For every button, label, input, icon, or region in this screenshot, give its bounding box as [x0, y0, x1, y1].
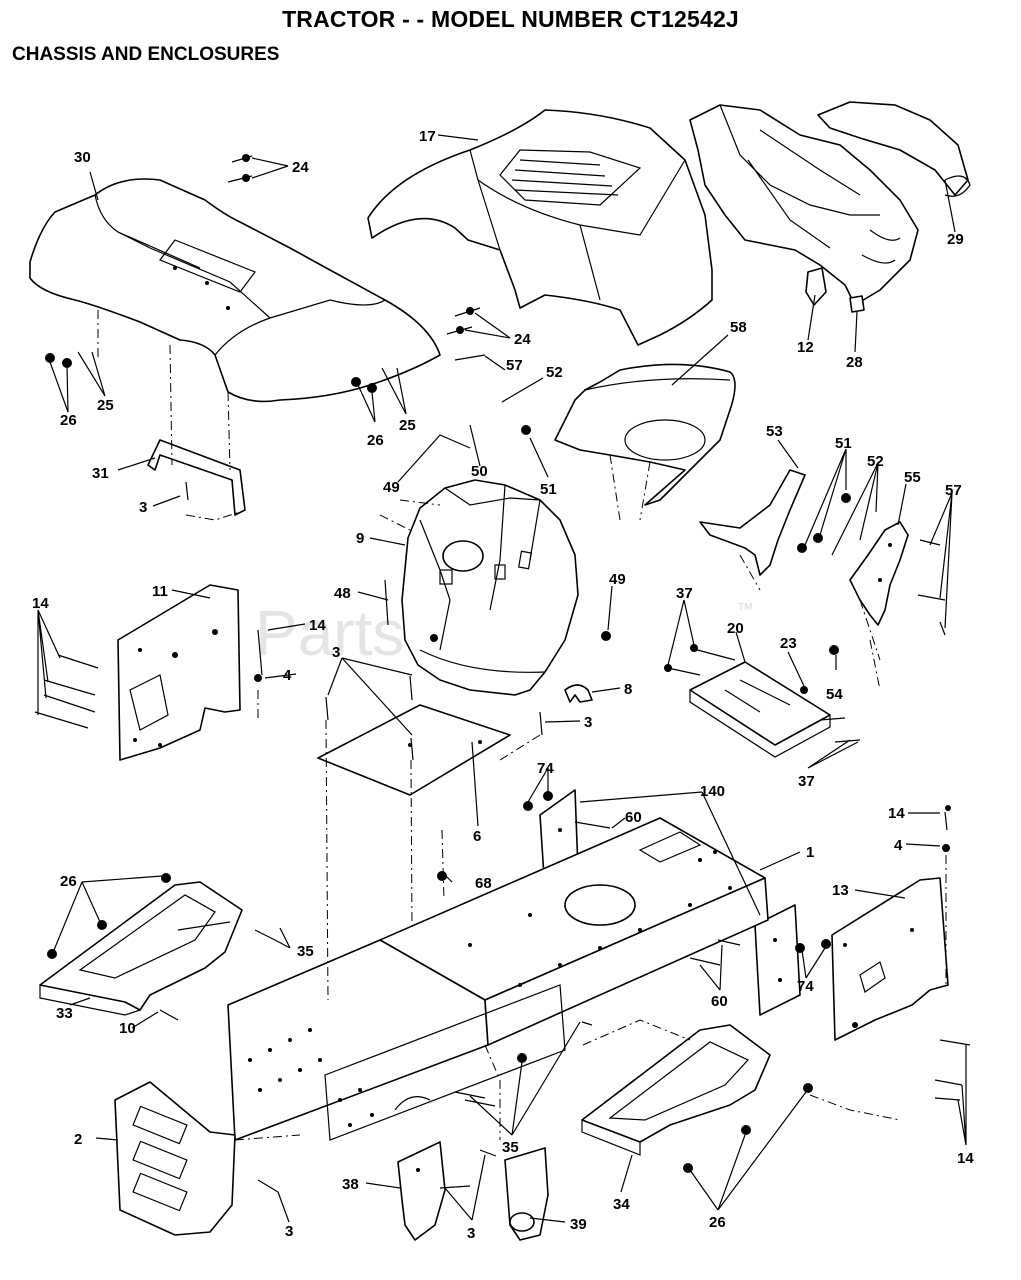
callout-3-dash: 3 [332, 644, 340, 661]
callout-35-center: 35 [502, 1139, 519, 1156]
callout-3-front: 3 [285, 1223, 293, 1240]
callout-24-lower: 24 [514, 331, 531, 348]
callout-14-plate: 14 [309, 617, 326, 634]
callout-53: 53 [766, 423, 783, 440]
part-17-hood [367, 109, 713, 346]
callout-68: 68 [475, 875, 492, 892]
callout-140: 140 [700, 783, 725, 800]
callout-54: 54 [826, 686, 843, 703]
callout-8: 8 [624, 681, 632, 698]
callout-25-left: 25 [97, 397, 114, 414]
callout-11: 11 [152, 583, 168, 600]
callout-38: 38 [342, 1176, 359, 1193]
part-13-side-plate [831, 877, 949, 1041]
callout-14-right: 14 [888, 805, 905, 822]
page-title: TRACTOR - - MODEL NUMBER CT12542J [282, 6, 739, 32]
callout-3-clip: 3 [584, 714, 592, 731]
callout-57-right: 57 [945, 482, 962, 499]
part-12-bracket [805, 267, 827, 306]
callout-26-center: 26 [367, 432, 384, 449]
part-2-bracket [114, 1081, 236, 1236]
callout-4-left: 4 [283, 667, 292, 684]
part-58-tray [554, 363, 736, 506]
callout-14-bottom: 14 [957, 1150, 974, 1167]
callout-55: 55 [904, 469, 921, 486]
callout-35-left: 35 [297, 943, 314, 960]
callout-49-right: 49 [609, 571, 626, 588]
callout-60-upper: 60 [625, 809, 642, 826]
callout-10: 10 [119, 1020, 136, 1037]
part-11-side-plate [117, 584, 241, 761]
callout-57-upper: 57 [506, 357, 523, 374]
callout-6: 6 [473, 828, 481, 845]
part-55-bracket [849, 521, 909, 626]
callout-30: 30 [74, 149, 91, 166]
alignment-lines [97, 310, 947, 1141]
callout-17: 17 [419, 128, 436, 145]
callout-34: 34 [613, 1196, 630, 1213]
watermark-trademark: TM [738, 602, 752, 613]
callout-74-lower: 74 [797, 978, 814, 995]
callout-3-fender: 3 [139, 499, 147, 516]
callout-26-left: 26 [60, 412, 77, 429]
callout-37-lower: 37 [798, 773, 815, 790]
callout-20: 20 [727, 620, 744, 637]
part-39-bracket [504, 1147, 549, 1241]
part-29-grille [689, 101, 971, 306]
callout-3-bottom: 3 [467, 1225, 475, 1242]
callout-51-right: 51 [835, 435, 852, 452]
callout-39: 39 [570, 1216, 587, 1233]
callout-26-bottom: 26 [709, 1214, 726, 1231]
callout-74-upper: 74 [537, 760, 554, 777]
callout-2: 2 [74, 1131, 82, 1148]
callout-14-left: 14 [32, 595, 49, 612]
callout-labels: 30 24 17 29 24 26 25 26 25 12 28 58 57 5… [32, 128, 974, 1242]
part-38-bracket [397, 1141, 446, 1241]
callout-4-right: 4 [894, 837, 903, 854]
callout-60-lower: 60 [711, 993, 728, 1010]
callout-25-center: 25 [399, 417, 416, 434]
callout-52-upper: 52 [546, 364, 563, 381]
callout-48: 48 [334, 585, 351, 602]
callout-58: 58 [730, 319, 747, 336]
part-6-plate [317, 704, 511, 796]
callout-50: 50 [471, 463, 488, 480]
part-30-rear-fender [29, 178, 441, 403]
callout-28: 28 [846, 354, 863, 371]
callout-49-upper: 49 [383, 479, 400, 496]
part-34-footrest [581, 1024, 771, 1156]
part-33-footrest [39, 881, 243, 1016]
leader-lines [37, 134, 967, 1223]
part-20-bracket [689, 661, 831, 758]
callout-51-upper: 51 [540, 481, 557, 498]
callout-13: 13 [832, 882, 849, 899]
callout-23: 23 [780, 635, 797, 652]
callout-12: 12 [797, 339, 814, 356]
part-31-bracket [147, 439, 246, 516]
callout-33: 33 [56, 1005, 73, 1022]
callout-24-upper: 24 [292, 159, 309, 176]
part-1-main-frame [227, 817, 769, 1141]
part-8-clip [564, 684, 593, 703]
hardware [34, 154, 971, 1193]
callout-26-footrest: 26 [60, 873, 77, 890]
part-9-dash-panel [401, 479, 579, 696]
callout-9: 9 [356, 530, 364, 547]
section-subtitle: CHASSIS AND ENCLOSURES [12, 44, 280, 65]
callout-31: 31 [92, 465, 109, 482]
callout-29: 29 [947, 231, 964, 248]
part-53-bracket [699, 469, 806, 576]
callout-1: 1 [806, 844, 814, 861]
callout-37-upper: 37 [676, 585, 693, 602]
part-28-clip [849, 295, 865, 313]
callout-52-right: 52 [867, 453, 884, 470]
